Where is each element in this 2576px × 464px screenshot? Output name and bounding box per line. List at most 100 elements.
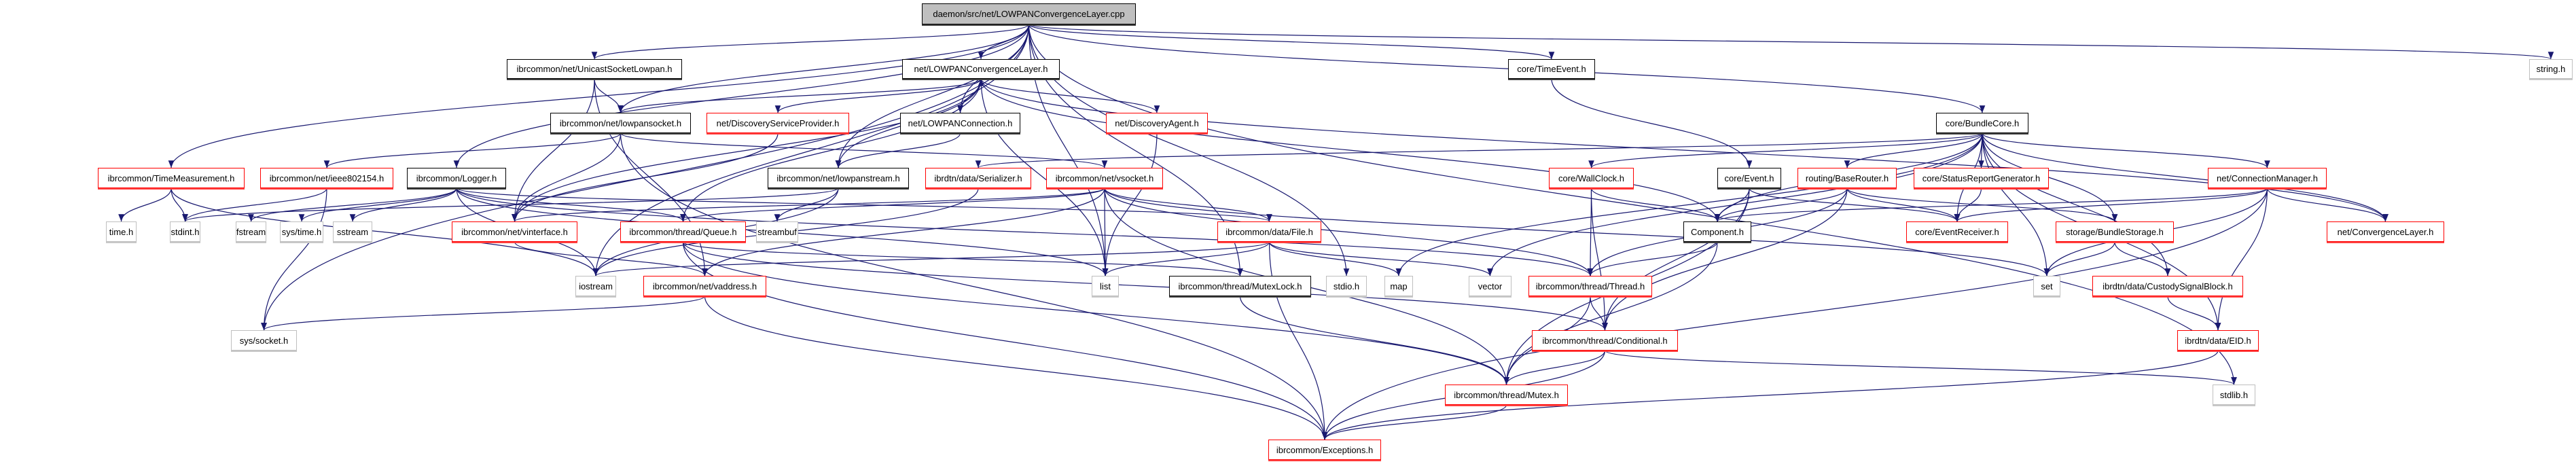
node-vinterface[interactable]: ibrcommon/net/vinterface.h (452, 221, 577, 242)
edge-vaddress-to-syssocket (261, 296, 706, 331)
node-label: Component.h (1690, 226, 1745, 237)
node-label: ibrdtn/data/Serializer.h (934, 173, 1022, 183)
node-csb[interactable]: ibrdtn/data/CustodySignalBlock.h (2092, 276, 2243, 296)
node-label: ibrcommon/Logger.h (416, 173, 497, 183)
node-label: ibrcommon/thread/Thread.h (1535, 281, 1645, 291)
node-dagent[interactable]: net/DiscoveryAgent.h (1106, 113, 1208, 133)
node-stdlib[interactable]: stdlib.h (2213, 385, 2255, 405)
edge-root-to-mutexlock (1028, 24, 1243, 276)
node-streambuf[interactable]: streambuf (756, 221, 798, 242)
edge-wallclock-to-conditional (1590, 188, 1608, 331)
node-serializer[interactable]: ibrdtn/data/Serializer.h (925, 168, 1031, 188)
edge-file-to-map (1268, 241, 1402, 276)
node-label: iostream (579, 281, 613, 291)
node-mutex[interactable]: ibrcommon/thread/Mutex.h (1445, 385, 1568, 405)
node-timemeas[interactable]: ibrcommon/TimeMeasurement.h (98, 168, 245, 188)
node-unicast[interactable]: ibrcommon/net/UnicastSocketLowpan.h (507, 59, 682, 79)
node-dsp[interactable]: net/DiscoveryServiceProvider.h (706, 113, 849, 133)
edge-ieee-to-syssocket (261, 188, 327, 331)
node-bundlecore[interactable]: core/BundleCore.h (1936, 113, 2028, 133)
edge-root-to-bundlecore (1028, 24, 1986, 113)
edge-baserouter-to-eventrecv (1846, 188, 1961, 222)
edge-connmgr-to-convlayer (2266, 188, 2389, 222)
edge-root-to-timemeas (168, 24, 1030, 168)
edge-vsocket-to-set (1104, 188, 2050, 276)
node-map[interactable]: map (1384, 276, 1413, 296)
node-convlayer[interactable]: net/ConvergenceLayer.h (2327, 221, 2444, 242)
node-baserouter[interactable]: routing/BaseRouter.h (1797, 168, 1897, 188)
node-wallclock[interactable]: core/WallClock.h (1549, 168, 1634, 188)
node-ieee[interactable]: ibrcommon/net/ieee802154.h (260, 168, 393, 188)
node-timeevent[interactable]: core/TimeEvent.h (1508, 59, 1595, 79)
edge-vsocket-to-vinterface (512, 188, 1105, 222)
node-bstorage[interactable]: storage/BundleStorage.h (2056, 221, 2174, 242)
node-file[interactable]: ibrcommon/data/File.h (1217, 221, 1321, 242)
node-vaddress[interactable]: ibrcommon/net/vaddress.h (643, 276, 766, 296)
node-iostream[interactable]: iostream (575, 276, 616, 296)
edge-timemeas-to-time_h (118, 188, 172, 222)
edge-queue-to-conditional (682, 241, 1608, 331)
node-string-h[interactable]: string.h (2529, 59, 2573, 79)
node-label: ibrcommon/Exceptions.h (1276, 444, 1374, 455)
node-stdint[interactable]: stdint.h (170, 221, 200, 242)
edge-bundlecore-to-map (1395, 132, 1983, 276)
node-syssocket[interactable]: sys/socket.h (231, 330, 297, 351)
node-label: net/ConvergenceLayer.h (2337, 226, 2434, 237)
node-root[interactable]: daemon/src/net/LOWPANConvergenceLayer.cp… (922, 3, 1136, 24)
node-conditional[interactable]: ibrcommon/thread/Conditional.h (1532, 330, 1678, 351)
edge-queue-to-mutexlock (682, 241, 1243, 276)
edge-root-to-stdlib (1028, 24, 2237, 385)
node-lowpansocket[interactable]: ibrcommon/net/lowpansocket.h (550, 113, 691, 133)
node-lcl-h[interactable]: net/LOWPANConvergenceLayer.h (902, 59, 1060, 79)
node-thread[interactable]: ibrcommon/thread/Thread.h (1528, 276, 1652, 296)
node-label: ibrcommon/net/ieee802154.h (269, 173, 384, 183)
node-vector[interactable]: vector (1469, 276, 1511, 296)
node-fstream[interactable]: fstream (236, 221, 266, 242)
node-systime[interactable]: sys/time.h (280, 221, 323, 242)
edge-root-to-string_h (1028, 24, 2554, 60)
node-time-h[interactable]: time.h (106, 221, 137, 242)
node-connmgr[interactable]: net/ConnectionManager.h (2208, 168, 2327, 188)
node-event[interactable]: core/Event.h (1717, 168, 1781, 188)
edge-queue-to-exceptions (682, 241, 1328, 440)
node-queue[interactable]: ibrcommon/thread/Queue.h (620, 221, 746, 242)
edge-lowpanstream-to-stdint (182, 188, 839, 222)
edge-lcl_h-to-lowpansocket (618, 78, 982, 113)
node-exceptions[interactable]: ibrcommon/Exceptions.h (1268, 440, 1381, 460)
node-lowpanconn[interactable]: net/LOWPANConnection.h (900, 113, 1020, 133)
edge-root-to-lowpanstream (835, 24, 1030, 168)
edge-bundlecore-to-wallclock (1588, 132, 1983, 168)
edge-lowpanconn-to-lowpanstream (835, 132, 961, 168)
node-component[interactable]: Component.h (1683, 221, 1751, 242)
edge-file-to-list (1102, 241, 1270, 276)
node-label: ibrcommon/TimeMeasurement.h (107, 173, 235, 183)
edge-connmgr-to-exceptions (1321, 188, 2268, 440)
node-eventrecv[interactable]: core/EventReceiver.h (1906, 221, 2008, 242)
node-eid[interactable]: ibrdtn/data/EID.h (2177, 330, 2259, 351)
node-srg[interactable]: core/StatusReportGenerator.h (1914, 168, 2049, 188)
edge-logger-to-fstream (248, 188, 457, 222)
node-label: vector (1478, 281, 1503, 291)
edge-logger-to-sstream (349, 188, 457, 222)
node-logger[interactable]: ibrcommon/Logger.h (407, 168, 506, 188)
edge-bstorage-to-set (2043, 241, 2115, 276)
edge-vsocket-to-queue (680, 188, 1105, 222)
node-lowpanstream[interactable]: ibrcommon/net/lowpanstream.h (768, 168, 909, 188)
edge-logger-to-queue (456, 188, 686, 222)
node-label: ibrcommon/net/vaddress.h (652, 281, 757, 291)
node-set[interactable]: set (2033, 276, 2060, 296)
edge-file-to-exceptions (1268, 241, 1328, 440)
node-label: stdio.h (1333, 281, 1360, 291)
edge-lcl_h-to-component (980, 78, 1721, 222)
edge-baserouter-to-component (1714, 188, 1848, 222)
node-mutexlock[interactable]: ibrcommon/thread/MutexLock.h (1169, 276, 1311, 296)
edge-bundlecore-to-baserouter (1844, 132, 1983, 168)
edge-timemeas-to-iostream (171, 188, 599, 276)
node-stdio[interactable]: stdio.h (1326, 276, 1367, 296)
edge-thread-to-conditional (1590, 296, 1608, 331)
node-list[interactable]: list (1092, 276, 1119, 296)
edge-logger-to-systime (298, 188, 457, 222)
node-vsocket[interactable]: ibrcommon/net/vsocket.h (1046, 168, 1163, 188)
node-sstream[interactable]: sstream (333, 221, 372, 242)
edge-vsocket-to-thread (1104, 188, 1594, 276)
